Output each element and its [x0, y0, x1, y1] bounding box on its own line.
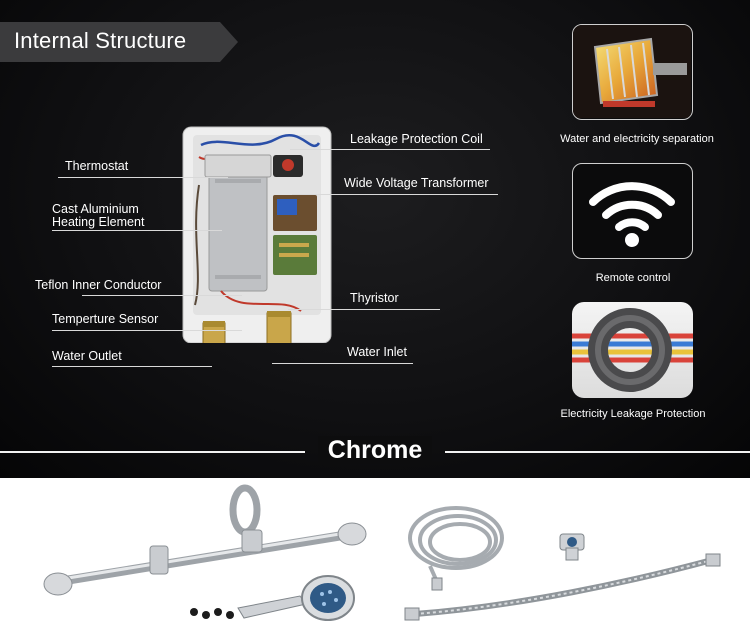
callout-teflon-inner-conductor: Teflon Inner Conductor — [35, 278, 162, 292]
coiled-hose — [408, 506, 504, 585]
callout-water-inlet: Water Inlet — [347, 345, 407, 359]
hand-shower — [237, 575, 355, 621]
feature-label-leakage: Electricity Leakage Protection — [560, 408, 706, 420]
callout-thermostat: Thermostat — [65, 159, 129, 173]
page-title: Internal Structure — [14, 28, 187, 53]
heater-internal-photo — [181, 125, 333, 346]
callout-water-outlet: Water Outlet — [52, 349, 122, 363]
angle-valve — [559, 533, 585, 561]
leader-line — [52, 330, 242, 331]
section-title-chrome: Chrome — [0, 436, 750, 465]
callout-temperature-sensor: Temperture Sensor — [52, 312, 159, 326]
title-banner: Internal Structure — [0, 22, 238, 62]
wifi-icon — [589, 182, 675, 247]
heating-plate-icon — [573, 25, 691, 118]
braided-connector — [404, 553, 721, 621]
divider-right — [445, 451, 750, 453]
internal-structure-panel: Internal Structure — [0, 0, 750, 478]
callout-heating-element-line1: Cast Aluminium — [52, 202, 139, 216]
leader-line — [288, 309, 440, 310]
leader-line — [52, 366, 212, 367]
callout-wide-voltage-transformer: Wide Voltage Transformer — [344, 176, 489, 190]
leakage-ring-icon — [572, 308, 693, 392]
feature-tile-leakage — [572, 302, 693, 398]
callout-thyristor: Thyristor — [350, 291, 399, 305]
callout-leakage-protection-coil: Leakage Protection Coil — [350, 132, 483, 146]
feature-tile-separation — [572, 24, 693, 120]
leader-line — [290, 149, 490, 150]
feature-label-remote: Remote control — [595, 272, 671, 284]
leader-line — [82, 295, 242, 296]
feature-tile-remote — [572, 163, 693, 259]
divider-left — [0, 451, 305, 453]
accessories-photo — [0, 478, 750, 641]
leader-line — [272, 363, 413, 364]
callout-heating-element-line2: Heating Element — [52, 215, 145, 229]
leader-line — [58, 177, 228, 178]
feature-label-separation: Water and electricity separation — [560, 133, 714, 145]
rubber-washers — [190, 608, 234, 619]
slide-bar — [43, 484, 367, 596]
leader-line — [52, 230, 222, 231]
leader-line — [292, 194, 498, 195]
